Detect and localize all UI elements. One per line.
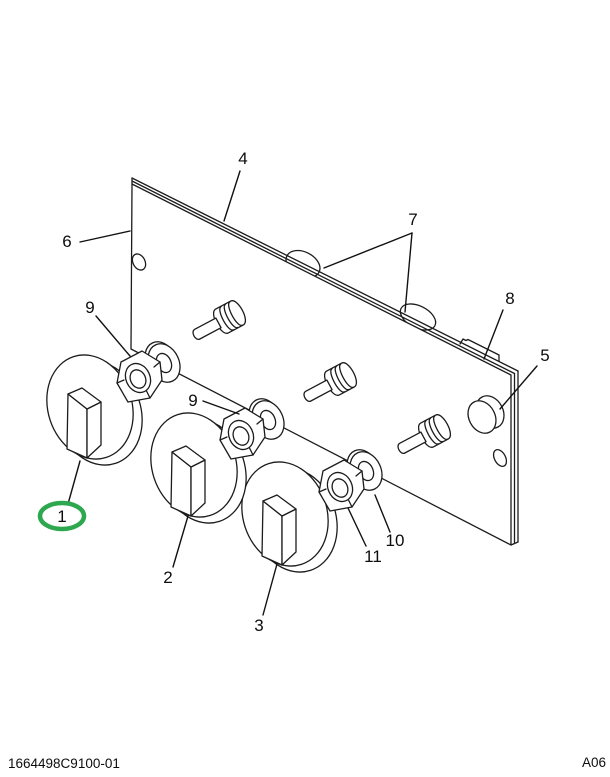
button	[467, 395, 505, 434]
callout-label-3: 3	[254, 616, 263, 635]
nut-2	[219, 407, 266, 460]
panel-hole-right	[492, 448, 508, 468]
callout-label-4: 4	[238, 149, 247, 168]
highlight-circle	[37, 500, 87, 532]
panel-top-edge	[131, 177, 519, 375]
callout-label-9b: 9	[188, 391, 197, 410]
callout-labels: 1 2 3 4 5 6 7 8 9 9 10 11	[57, 149, 549, 635]
callout-label-9a: 9	[85, 298, 94, 317]
callout-label-1: 1	[57, 507, 66, 526]
page-code: A06	[582, 755, 606, 770]
leader-lines	[67, 170, 538, 616]
leader-line-10	[374, 494, 391, 533]
leader-line-6	[79, 230, 131, 243]
part-number: 1664498C9100-01	[8, 756, 120, 771]
leader-line-9a	[95, 315, 131, 357]
leader-line-4	[223, 170, 241, 222]
nut-1	[116, 350, 163, 403]
leader-line-2	[172, 515, 189, 568]
callout-label-10: 10	[386, 531, 405, 550]
callout-label-6: 6	[62, 232, 71, 251]
edge-tab	[459, 338, 500, 362]
panel-right-edge	[510, 370, 519, 546]
callout-label-11: 11	[364, 547, 382, 566]
leader-line-3	[262, 563, 278, 616]
panel	[130, 177, 519, 546]
leader-line-8	[483, 309, 504, 360]
leader-line-7a	[323, 232, 413, 269]
leader-line-9b	[202, 400, 240, 415]
callout-label-8: 8	[505, 289, 514, 308]
leader-line-1	[67, 460, 81, 505]
callout-label-2: 2	[163, 568, 172, 587]
leader-line-5	[499, 365, 538, 410]
panel-hole-left	[131, 253, 147, 271]
callout-label-5: 5	[540, 346, 549, 365]
nut-3	[318, 459, 365, 512]
callout-label-7: 7	[408, 210, 417, 229]
leader-line-11	[347, 507, 367, 547]
leader-line-7b	[404, 232, 413, 313]
